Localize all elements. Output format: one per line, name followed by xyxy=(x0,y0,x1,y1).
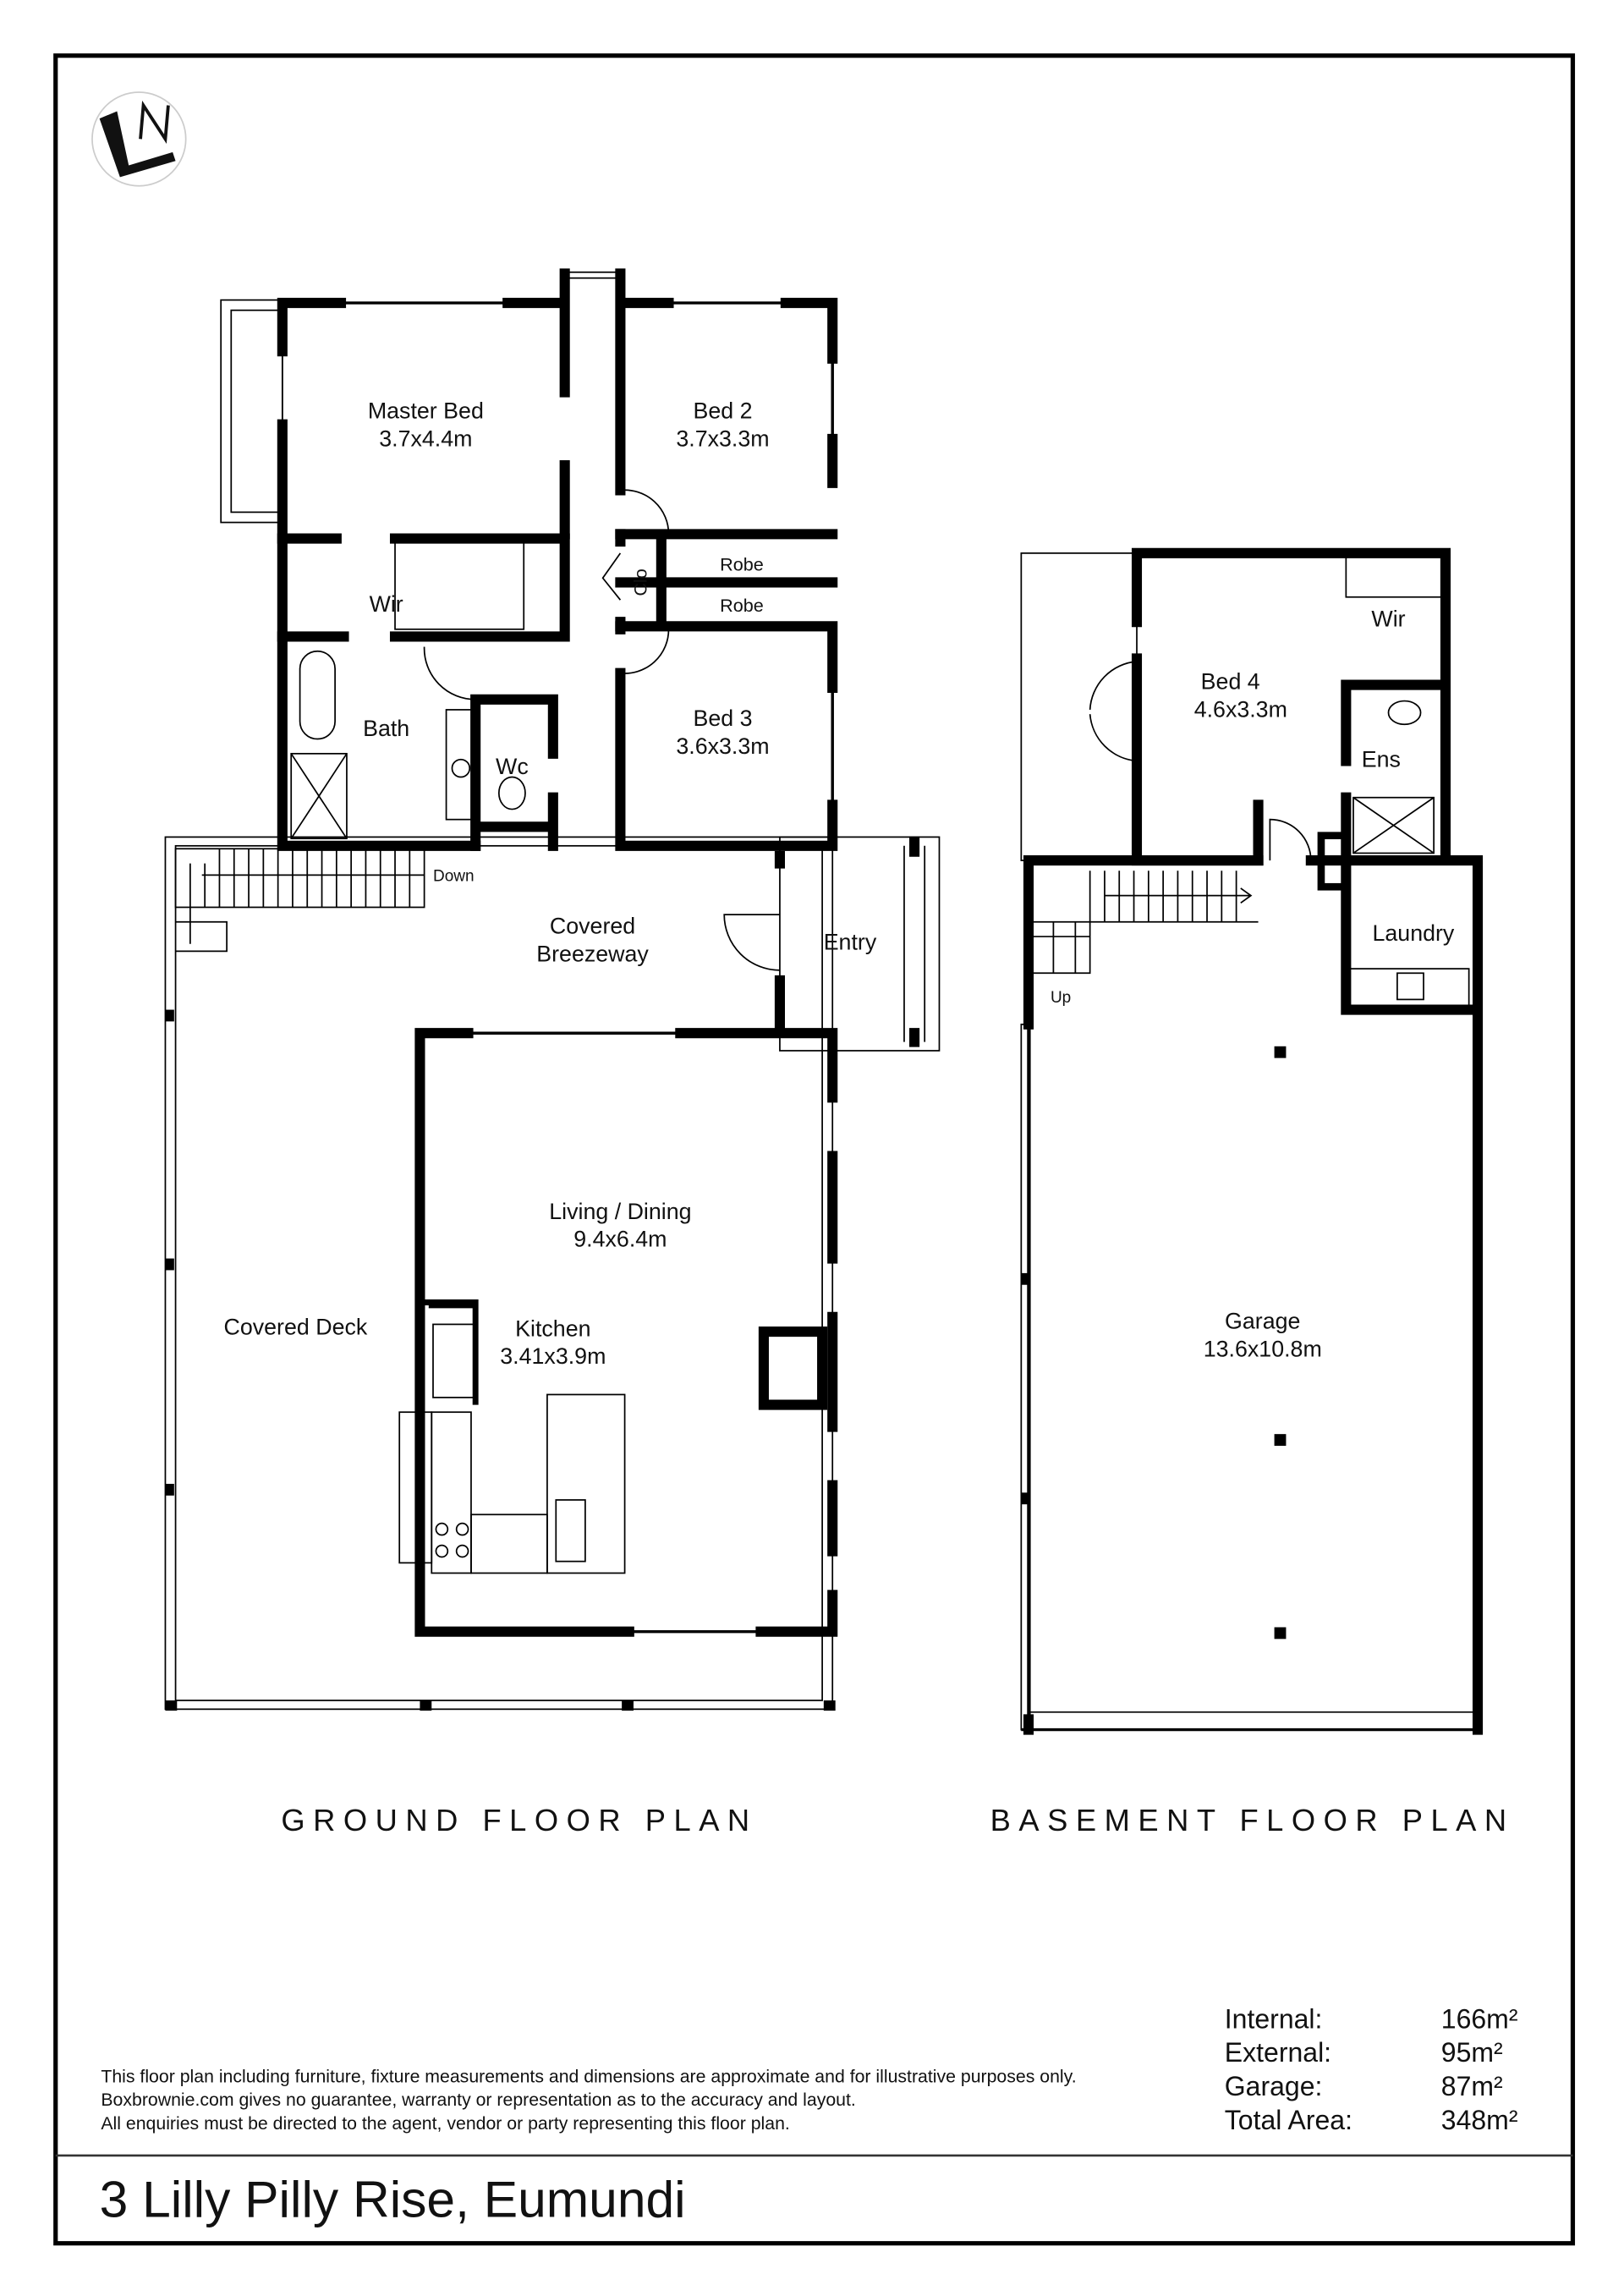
stairs-label: Down xyxy=(433,867,475,885)
room-name: Robe xyxy=(720,595,764,616)
room-size: 4.6x3.3m xyxy=(1194,697,1287,722)
vanity-icon xyxy=(445,709,477,821)
room-name: Kitchen xyxy=(515,1316,590,1341)
room-name: Ens xyxy=(1362,746,1401,772)
room-size: 3.41x3.9m xyxy=(500,1343,606,1369)
area-value: 95m² xyxy=(1441,2037,1503,2068)
room-name: Covered Deck xyxy=(224,1315,368,1340)
garage-posts xyxy=(1021,1046,1287,1640)
area-label: External: xyxy=(1225,2037,1331,2068)
deck-posts xyxy=(165,1009,836,1711)
room-name: Bed 2 xyxy=(693,398,752,424)
stairs-down xyxy=(174,848,425,953)
area-value: 166m² xyxy=(1441,2003,1518,2034)
room-size: 3.7x4.4m xyxy=(379,426,472,452)
area-value: 87m² xyxy=(1441,2071,1503,2101)
property-address: 3 Lilly Pilly Rise, Eumundi xyxy=(100,2171,686,2228)
room-name: Laundry xyxy=(1372,920,1454,946)
room-size: 3.7x3.3m xyxy=(676,426,769,452)
area-label: Internal: xyxy=(1225,2003,1323,2034)
ground-floor-title: GROUND FLOOR PLAN xyxy=(281,1803,757,1837)
room-name: Master Bed xyxy=(368,398,484,424)
room-name: Living / Dining xyxy=(549,1199,691,1224)
disclaimer-line: All enquiries must be directed to the ag… xyxy=(101,2113,789,2134)
room-name: Entry xyxy=(824,930,877,955)
room-size: 9.4x6.4m xyxy=(573,1227,667,1252)
room-name: Bath xyxy=(363,716,409,741)
room-name: Covered xyxy=(550,914,635,939)
area-summary: Internal: 166m² External: 95m² Garage: 8… xyxy=(1225,2003,1518,2134)
room-size: 3.6x3.3m xyxy=(676,733,769,759)
room-size: 13.6x10.8m xyxy=(1204,1336,1322,1361)
basement-floor-plan xyxy=(1020,547,1484,1735)
disclaimer-line: Boxbrownie.com gives no guarantee, warra… xyxy=(101,2090,855,2110)
area-value: 348m² xyxy=(1441,2105,1518,2135)
kitchen-fixtures xyxy=(398,1299,626,1574)
toilet-icon xyxy=(497,776,526,810)
ensuite-shower-icon xyxy=(1352,796,1435,854)
room-name: Breezeway xyxy=(536,941,649,966)
covered-deck-outline xyxy=(164,836,834,1711)
room-name: Robe xyxy=(720,554,764,575)
ground-floor-plan xyxy=(164,268,941,1711)
area-label: Garage: xyxy=(1225,2071,1323,2101)
area-label: Total Area: xyxy=(1225,2105,1352,2135)
disclaimer-line: This floor plan including furniture, fix… xyxy=(101,2066,1076,2086)
basement-floor-title: BASEMENT FLOOR PLAN xyxy=(990,1803,1515,1837)
room-name: Wc xyxy=(496,754,529,779)
bathtub-icon xyxy=(299,650,336,740)
room-name: Garage xyxy=(1225,1309,1300,1334)
room-name: Wir xyxy=(370,591,403,617)
room-name: Bed 3 xyxy=(693,706,752,731)
stairs-up xyxy=(1031,871,1259,975)
room-name: Clo xyxy=(630,569,651,596)
room-name: Bed 4 xyxy=(1201,669,1260,695)
stairs-label: Up xyxy=(1051,989,1071,1007)
compass-logo xyxy=(91,91,187,187)
shower-icon xyxy=(290,752,348,840)
page-frame xyxy=(53,53,1576,2246)
room-name: Wir xyxy=(1371,606,1405,631)
